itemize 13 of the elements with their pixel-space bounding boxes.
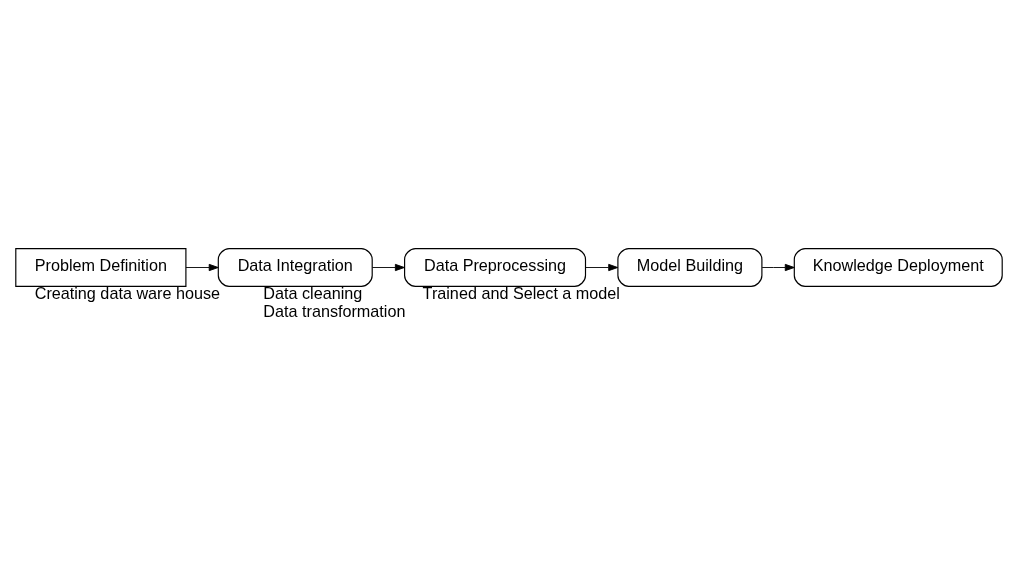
node-label: Data cleaning — [263, 284, 363, 303]
arrow — [761, 263, 795, 272]
node-label: Data transformation — [263, 302, 406, 321]
node-box: Data Integration — [217, 248, 373, 287]
node-box: Knowledge Deployment — [793, 248, 1003, 287]
node-box: Data Preprocessing — [404, 248, 587, 287]
node-box: Problem Definition — [15, 248, 187, 287]
node-box: Model Building — [617, 248, 763, 287]
node-label: Trained and Select a model — [422, 284, 620, 303]
arrow — [371, 263, 405, 272]
node-label: Creating data ware house — [34, 284, 221, 303]
arrow — [185, 263, 219, 272]
arrow — [585, 263, 619, 272]
